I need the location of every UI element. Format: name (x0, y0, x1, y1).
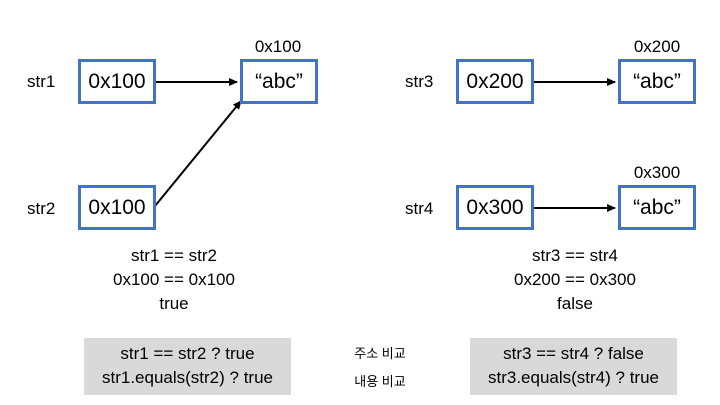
ref-box-str2: 0x100 (78, 185, 156, 230)
ref-box-str3: 0x200 (456, 59, 534, 104)
compare-line: 0x200 == 0x300 (514, 270, 636, 289)
string-object-box: “abc” (618, 185, 696, 230)
compare-result: false (557, 294, 593, 313)
summary-line: str1.equals(str2) ? true (101, 368, 273, 387)
var-label-str2: str2 (27, 199, 56, 218)
left-compare-block: str1 == str2 0x100 == 0x100 true (54, 244, 294, 316)
object-address-label: 0x200 (633, 37, 681, 56)
summary-line: str1 == str2 ? true (120, 344, 255, 363)
address-compare-note: 주소 비교 (354, 346, 406, 361)
content-compare-note: 내용 비교 (354, 374, 406, 389)
string-object-box: “abc” (240, 59, 318, 104)
var-label-str1: str1 (27, 72, 56, 91)
left-summary-box: str1 == str2 ? true str1.equals(str2) ? … (84, 338, 291, 395)
right-compare-block: str3 == str4 0x200 == 0x300 false (455, 244, 695, 316)
summary-line: str3.equals(str4) ? true (487, 368, 659, 387)
summary-line: str3 == str4 ? false (503, 344, 644, 363)
compare-result: true (159, 294, 189, 313)
arrow-str2-to-abc (154, 100, 242, 207)
right-summary-box: str3 == str4 ? false str3.equals(str4) ?… (470, 338, 677, 395)
var-label-str3: str3 (405, 72, 434, 91)
compare-line: str3 == str4 (532, 246, 618, 265)
var-label-str4: str4 (405, 199, 434, 218)
compare-line: 0x100 == 0x100 (113, 270, 235, 289)
ref-box-str4: 0x300 (456, 185, 534, 230)
object-address-label: 0x100 (254, 37, 302, 56)
string-object-box: “abc” (618, 59, 696, 104)
object-address-label: 0x300 (633, 163, 681, 182)
compare-line: str1 == str2 (131, 246, 217, 265)
ref-box-str1: 0x100 (78, 59, 156, 104)
